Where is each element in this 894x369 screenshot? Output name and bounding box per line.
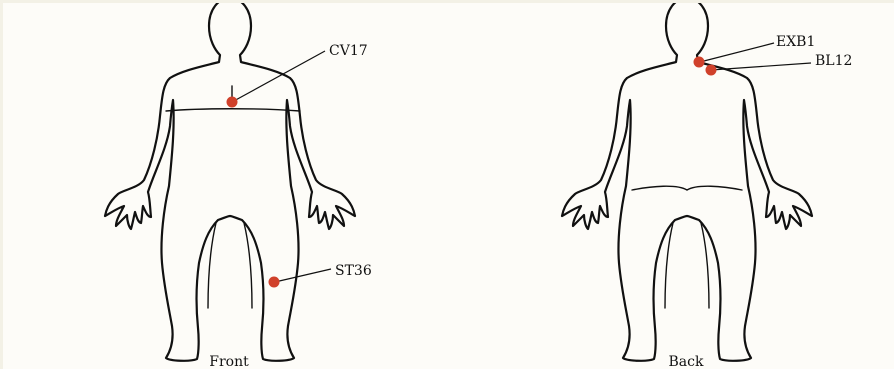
body-figures: CV17 ST36 EXB1 BL12 Front Back	[3, 3, 894, 369]
back-figure	[562, 3, 812, 361]
back-buttock-line	[632, 186, 742, 190]
cv17-label: CV17	[329, 43, 368, 59]
exb1-leader-line	[700, 43, 774, 62]
front-figure	[105, 3, 355, 361]
front-body-outline	[105, 3, 355, 361]
st36-leader-line	[275, 269, 331, 282]
front-chest-line	[166, 109, 300, 111]
cv17-leader-line	[232, 51, 325, 102]
exb1-label: EXB1	[776, 34, 815, 50]
bl12-label: BL12	[815, 53, 852, 69]
cv17-point	[227, 97, 238, 108]
exb1-point	[694, 57, 705, 68]
bl12-point	[706, 65, 717, 76]
back-leg-inner-lines	[665, 223, 709, 308]
front-caption: Front	[209, 354, 249, 369]
back-body-outline	[562, 3, 812, 361]
bl12-leader-line	[711, 63, 811, 70]
st36-label: ST36	[335, 263, 372, 279]
st36-point	[269, 277, 280, 288]
front-leg-inner-lines	[208, 223, 252, 308]
back-caption: Back	[669, 354, 704, 369]
